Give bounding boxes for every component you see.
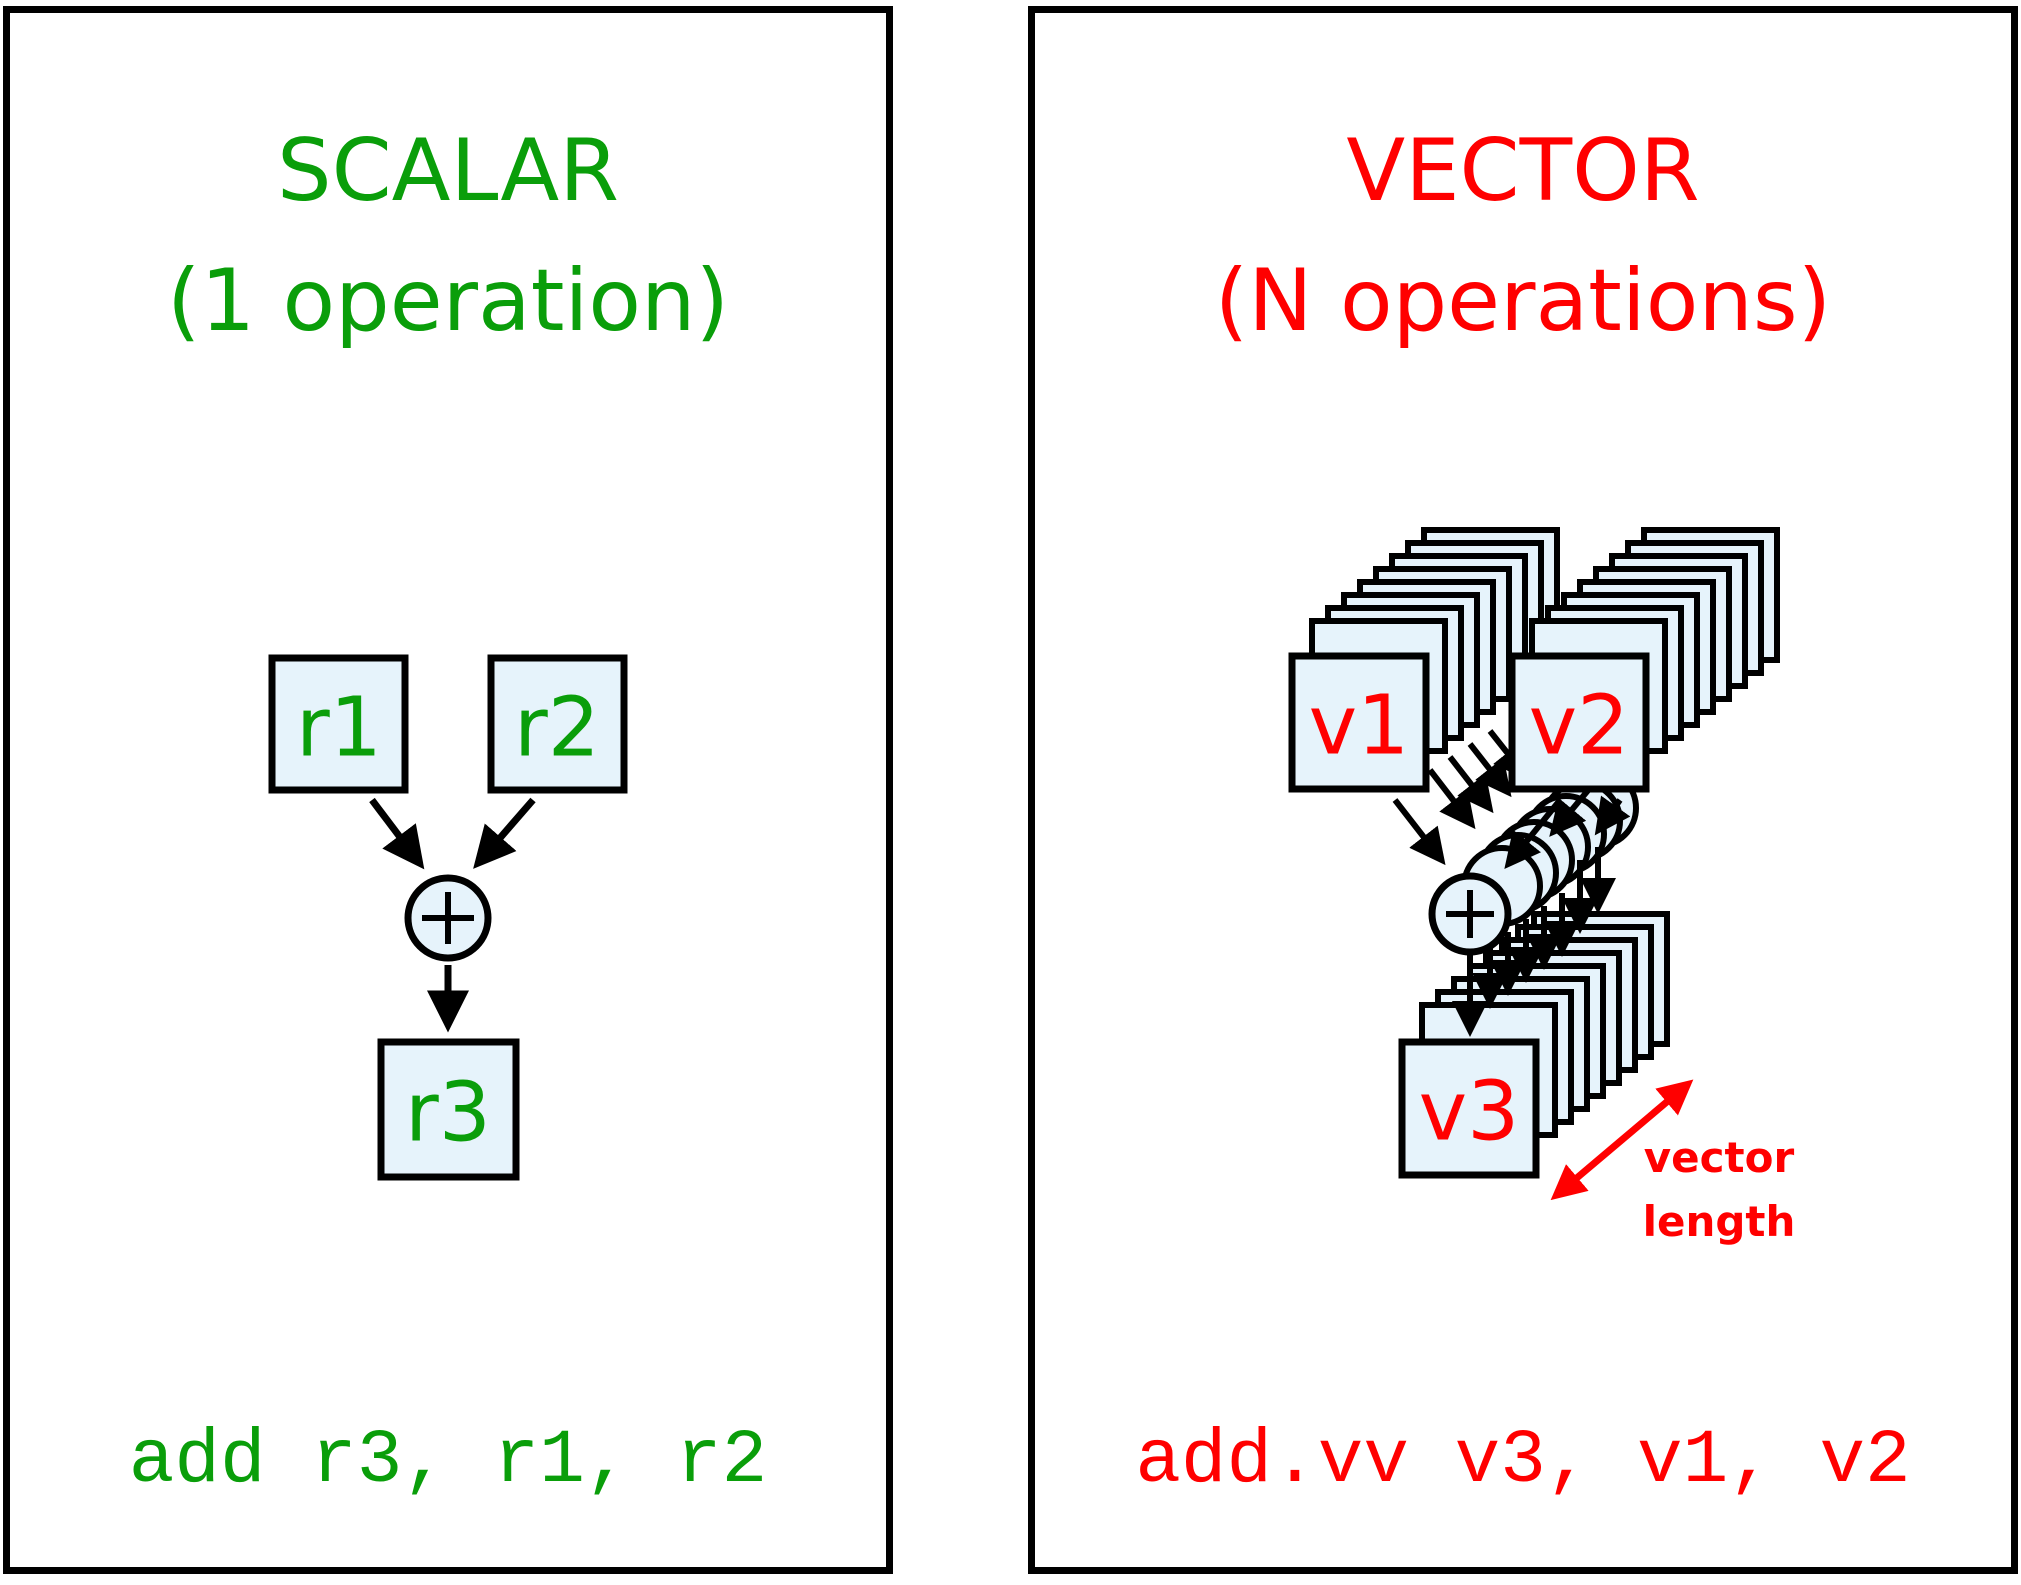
- scalar-instruction: add r3, r1, r2: [128, 1418, 768, 1504]
- arrow-r1-to-adder: [369, 797, 425, 870]
- vector-v3-stack: [1419, 911, 1670, 1138]
- register-v2: [1508, 652, 1650, 793]
- vector-diagram: v1 v2 v3 vector length: [1288, 527, 1796, 1246]
- vector-subtitle: (N operations): [1214, 251, 1832, 351]
- scalar-subtitle: (1 operation): [166, 251, 730, 351]
- vector-length-arrow: [1550, 1079, 1694, 1201]
- register-v1: [1288, 652, 1430, 793]
- scalar-diagram: r1 r2 r3: [268, 654, 628, 1181]
- register-v1-label: v1: [1309, 679, 1410, 774]
- scalar-panel: SCALAR (1 operation) add r3, r1, r2: [3, 6, 893, 1574]
- arrow-r2-to-adder: [473, 797, 536, 869]
- vector-length-label-1: vector: [1644, 1133, 1795, 1182]
- vector-title: VECTOR: [1346, 121, 1700, 221]
- register-v3: [1398, 1038, 1540, 1179]
- register-r3: [377, 1038, 520, 1181]
- scalar-title: SCALAR: [277, 121, 619, 221]
- vector-instruction: add.vv v3, v1, v2: [1135, 1418, 1911, 1504]
- register-v3-label: v3: [1419, 1065, 1520, 1160]
- register-r2: [487, 654, 628, 794]
- vector-length-label-2: length: [1643, 1197, 1796, 1246]
- register-r3-label: r3: [405, 1066, 491, 1161]
- register-r1: [268, 654, 409, 794]
- register-r1-label: r1: [296, 681, 382, 776]
- register-r2-label: r2: [514, 681, 600, 776]
- register-v2-label: v2: [1529, 679, 1630, 774]
- vector-output-arrows: [1452, 847, 1616, 1037]
